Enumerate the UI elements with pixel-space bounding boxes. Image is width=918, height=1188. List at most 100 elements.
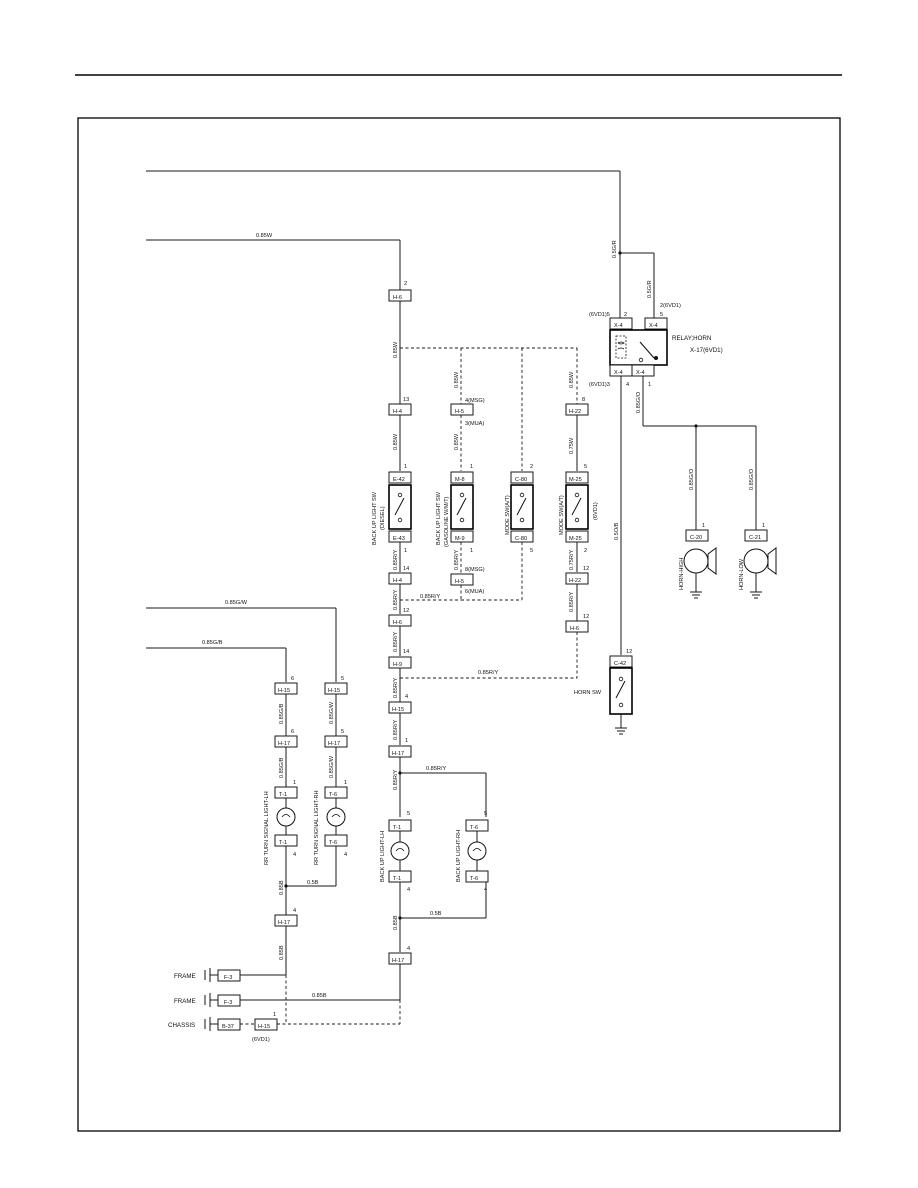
connector-label: M-9 bbox=[455, 536, 465, 542]
connector-label: H-4 bbox=[393, 578, 402, 584]
connector-label: H-22 bbox=[569, 409, 581, 415]
pin-label: 4 bbox=[293, 852, 296, 858]
pin-label: 2 bbox=[530, 464, 533, 470]
variant-label: (6VD1) bbox=[252, 1037, 270, 1043]
pin-label: 2 bbox=[624, 312, 627, 318]
pin-label: 4 bbox=[407, 887, 410, 893]
pin-label: (6VD1)5 bbox=[589, 312, 610, 318]
connector-label: H-6 bbox=[570, 626, 579, 632]
horn-high: 1 C-20 HORN-HIGH bbox=[679, 523, 717, 599]
connector-label: H-9 bbox=[393, 662, 402, 668]
connector-label: H-5 bbox=[455, 409, 464, 415]
pin-label: 5 bbox=[584, 464, 587, 470]
pin-label: 6 bbox=[291, 729, 294, 735]
pin-label: 13 bbox=[403, 397, 409, 403]
pin-label: 6 bbox=[291, 676, 294, 682]
connector-label: T-1 bbox=[279, 792, 287, 798]
component-label: RR TURN SIGNAL LIGHT-RH bbox=[314, 790, 320, 865]
pin-label: 2 bbox=[584, 548, 587, 554]
wire-label: 0.5B bbox=[430, 911, 442, 917]
pin-label: 1 bbox=[702, 523, 705, 529]
pin-label: 5 bbox=[341, 729, 344, 735]
connector-label: M-25 bbox=[569, 477, 582, 483]
connector-label: X-4 bbox=[649, 323, 658, 329]
pin-label: 5 bbox=[484, 811, 487, 817]
backup-light-circuit: 0.85W 2 H-6 0.85W 0.85W 0.85W 13 H-4 4(M… bbox=[146, 233, 599, 1024]
component-label: MODE SW(A/T) bbox=[505, 495, 511, 535]
wire-label: 0.75R/Y bbox=[569, 550, 575, 570]
wire-label: 0.5O/B bbox=[614, 522, 620, 540]
component-label: BACK UP LIGHT SW bbox=[436, 491, 442, 545]
pin-label: 8 bbox=[582, 397, 585, 403]
connector-label: T-1 bbox=[279, 840, 287, 846]
pin-label: 1 bbox=[405, 738, 408, 744]
connector-label: C-42 bbox=[614, 661, 626, 667]
wire-label: 0.85R/Y bbox=[393, 590, 399, 610]
connector-label: H-22 bbox=[569, 578, 581, 584]
pin-label: 14 bbox=[403, 566, 409, 572]
pin-label: (6VD1)3 bbox=[589, 382, 610, 388]
wire-label: 0.85R/Y bbox=[393, 632, 399, 652]
wire-label: 0.85B bbox=[279, 880, 285, 895]
backup-light-lh: 5 T-1 T-1 4 BACK UP LIGHT-LH bbox=[380, 811, 412, 893]
pin-label: 8(MSG) bbox=[465, 567, 485, 573]
wire-label: 0.85B bbox=[279, 945, 285, 960]
connector-label: B-37 bbox=[222, 1024, 234, 1030]
rr-turn-signal-circuit: 0.85G/W 0.85G/B 6 H-15 5 H-15 0.85G/B 0.… bbox=[146, 600, 348, 1024]
pin-label: 5 bbox=[407, 811, 410, 817]
connector-label: T-1 bbox=[393, 876, 401, 882]
wire-label: 0.85R/Y bbox=[393, 770, 399, 790]
component-label: BACK UP LIGHT SW bbox=[372, 491, 378, 545]
wire-label: 0.85W bbox=[454, 433, 460, 450]
connector-label: H-6 bbox=[393, 295, 402, 301]
pin-label: 12 bbox=[626, 649, 632, 655]
component-label: HORN SW bbox=[574, 690, 602, 696]
wire-label: 0.85G/W bbox=[329, 701, 335, 724]
connector-label: H-17 bbox=[392, 958, 404, 964]
pin-label: 2 bbox=[404, 281, 407, 287]
connector-label: C-21 bbox=[749, 535, 761, 541]
pin-label: 3(MUA) bbox=[465, 421, 484, 427]
pin-label: 1 bbox=[648, 382, 651, 388]
wire-label: 0.85R/Y bbox=[426, 766, 446, 772]
connector-label: H-17 bbox=[278, 920, 290, 926]
relay-name: RELAY;HORN bbox=[672, 335, 711, 342]
horn-switch: 12 C-42 HORN SW bbox=[574, 649, 633, 735]
pin-label: 5 bbox=[530, 548, 533, 554]
connector-label: F-3 bbox=[224, 1000, 232, 1006]
connector-label: H-15 bbox=[258, 1024, 270, 1030]
connector-label: T-6 bbox=[329, 792, 337, 798]
component-label: (DIESEL) bbox=[380, 506, 386, 530]
component-label: HORN-HIGH bbox=[679, 558, 685, 590]
pin-label: 4 bbox=[626, 382, 629, 388]
wire-label: 0.85R/Y bbox=[420, 594, 440, 600]
pin-label: 12 bbox=[403, 608, 409, 614]
pin-label: 1 bbox=[404, 548, 407, 554]
connector-label: H-4 bbox=[393, 409, 402, 415]
wire-label: 0.85W bbox=[256, 233, 273, 239]
backup-light-rh: 5 T-6 T-6 4 BACK UP LIGHT-RH bbox=[456, 811, 489, 893]
wire-label: 0.85G/W bbox=[225, 600, 248, 606]
pin-label: 4(MSG) bbox=[465, 398, 485, 404]
backup-light-switch-diesel: 1 E-42 E-43 1 BACK UP LIGHT SW (DIESEL) bbox=[372, 464, 412, 554]
component-label: MODE SW(A/T) bbox=[559, 495, 565, 535]
component-label: (GASOLINE W/M/T) bbox=[444, 497, 450, 547]
connector-label: X-4 bbox=[614, 370, 623, 376]
pin-label: 1 bbox=[762, 523, 765, 529]
ground-points: FRAME F-3 FRAME F-3 0.85B CHASSIS B-37 H… bbox=[168, 968, 400, 1043]
connector-label: T-6 bbox=[329, 840, 337, 846]
horn-relay: X-4 X-4 X-4 X-4 RELAY;HORN X-17(6VD1) bbox=[609, 317, 723, 377]
ground-label: FRAME bbox=[174, 998, 196, 1005]
wire-label: 0.75W bbox=[569, 437, 575, 454]
connector-label: T-6 bbox=[470, 825, 478, 831]
relay-id: X-17(6VD1) bbox=[690, 347, 723, 354]
horn-circuit: 0.5G/R 0.5G/R (6VD1)5 2 2(6VD1) 5 X-4 X-… bbox=[146, 170, 777, 735]
connector-label: F-3 bbox=[224, 975, 232, 981]
connector-label: T-1 bbox=[393, 825, 401, 831]
connector-label: H-17 bbox=[328, 741, 340, 747]
wire-label: 0.85B bbox=[312, 993, 327, 999]
connector-label: H-15 bbox=[328, 688, 340, 694]
wire-label: 0.85R/Y bbox=[393, 720, 399, 740]
wire-label: 0.85W bbox=[393, 341, 399, 358]
